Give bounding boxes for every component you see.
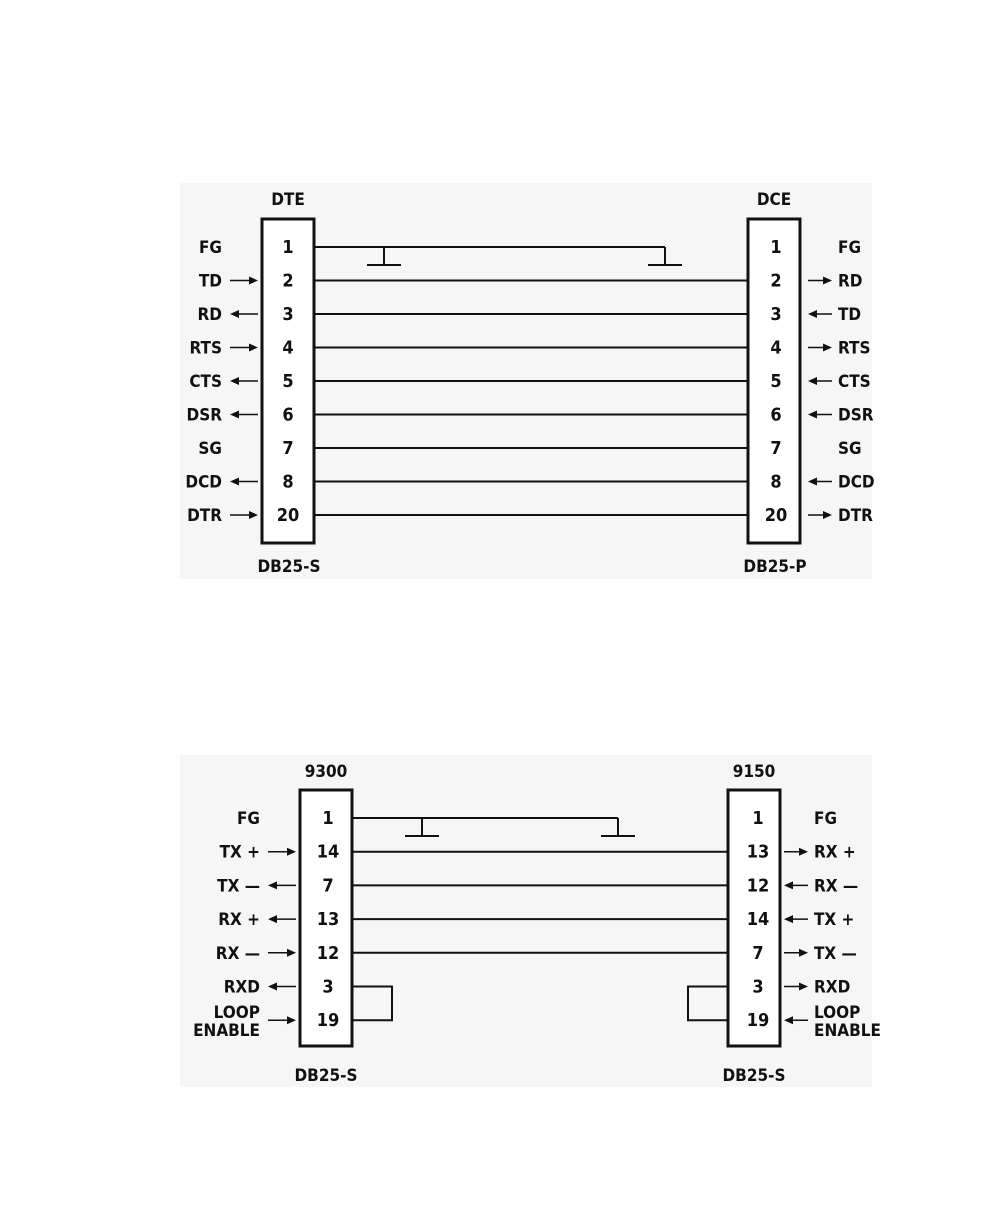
right-signal-label: RX — <box>814 876 858 896</box>
right-pin-number: 7 <box>770 438 781 459</box>
left-pin-number: 12 <box>317 943 340 964</box>
left-signal-label: DCD <box>185 473 222 493</box>
right-pin-number: 13 <box>747 842 770 863</box>
right-connector-type: DB25-P <box>743 557 806 577</box>
right-signal-label: DCD <box>838 473 875 493</box>
left-connector-type: DB25-S <box>257 557 320 577</box>
right-connector-header: 9150 <box>733 762 776 782</box>
left-pin-number: 8 <box>282 472 293 493</box>
right-signal-label: SG <box>838 439 862 459</box>
right-pin-number: 5 <box>770 371 781 392</box>
left-connector-header: DTE <box>271 190 305 210</box>
left-pin-number: 20 <box>277 505 300 526</box>
right-signal-label: DTR <box>838 506 873 526</box>
left-signal-label: RX + <box>218 910 260 930</box>
left-pin-number: 13 <box>317 909 340 930</box>
left-signal-label: LOOP <box>214 1003 260 1023</box>
right-pin-number: 19 <box>747 1010 770 1031</box>
right-signal-label: TD <box>838 305 861 325</box>
left-signal-label: RTS <box>190 339 222 359</box>
right-signal-label: RD <box>838 272 862 292</box>
right-signal-label: FG <box>838 238 861 258</box>
right-pin-number: 20 <box>765 505 788 526</box>
left-pin-number: 3 <box>322 977 333 998</box>
left-pin-number: 7 <box>282 438 293 459</box>
right-pin-number: 3 <box>770 304 781 325</box>
right-pin-number: 1 <box>770 237 781 258</box>
left-pin-number: 14 <box>317 842 340 863</box>
left-signal-label: SG <box>198 439 222 459</box>
left-signal-label: FG <box>237 809 260 829</box>
left-signal-label: TX + <box>220 843 260 863</box>
right-signal-label: TX + <box>814 910 854 930</box>
right-pin-number: 2 <box>770 271 781 292</box>
right-signal-label: RTS <box>838 339 870 359</box>
right-signal-label: TX — <box>814 944 857 964</box>
left-signal-label: CTS <box>189 372 222 392</box>
right-connector-header: DCE <box>757 190 791 210</box>
left-pin-number: 5 <box>282 371 293 392</box>
right-pin-number: 14 <box>747 909 770 930</box>
left-pin-number: 3 <box>282 304 293 325</box>
right-pin-number: 6 <box>770 405 781 426</box>
right-pin-number: 3 <box>752 977 763 998</box>
left-pin-number: 1 <box>282 237 293 258</box>
right-signal-label: RXD <box>814 978 850 998</box>
right-connector-type: DB25-S <box>722 1066 785 1086</box>
right-signal-label: RX + <box>814 843 856 863</box>
left-signal-label: TX — <box>217 876 260 896</box>
left-pin-number: 7 <box>322 875 333 896</box>
left-pin-number: 1 <box>322 808 333 829</box>
right-pin-number: 4 <box>770 338 781 359</box>
left-signal-label: DSR <box>187 406 223 426</box>
right-signal-label: FG <box>814 809 837 829</box>
left-connector-type: DB25-S <box>294 1066 357 1086</box>
left-connector-header: 9300 <box>305 762 348 782</box>
right-pin-number: 7 <box>752 943 763 964</box>
right-signal-label: DSR <box>838 406 874 426</box>
right-pin-number: 1 <box>752 808 763 829</box>
left-pin-number: 4 <box>282 338 293 359</box>
left-signal-label-line2: ENABLE <box>193 1021 260 1041</box>
left-signal-label: DTR <box>187 506 222 526</box>
left-signal-label: RX — <box>216 944 260 964</box>
left-pin-number: 19 <box>317 1010 340 1031</box>
right-signal-label-line2: ENABLE <box>814 1021 881 1041</box>
left-pin-number: 2 <box>282 271 293 292</box>
left-signal-label: FG <box>199 238 222 258</box>
right-signal-label: CTS <box>838 372 871 392</box>
left-signal-label: TD <box>199 272 222 292</box>
left-pin-number: 6 <box>282 405 293 426</box>
right-pin-number: 12 <box>747 875 770 896</box>
right-pin-number: 8 <box>770 472 781 493</box>
left-signal-label: RXD <box>224 978 260 998</box>
left-signal-label: RD <box>198 305 222 325</box>
right-signal-label: LOOP <box>814 1003 860 1023</box>
